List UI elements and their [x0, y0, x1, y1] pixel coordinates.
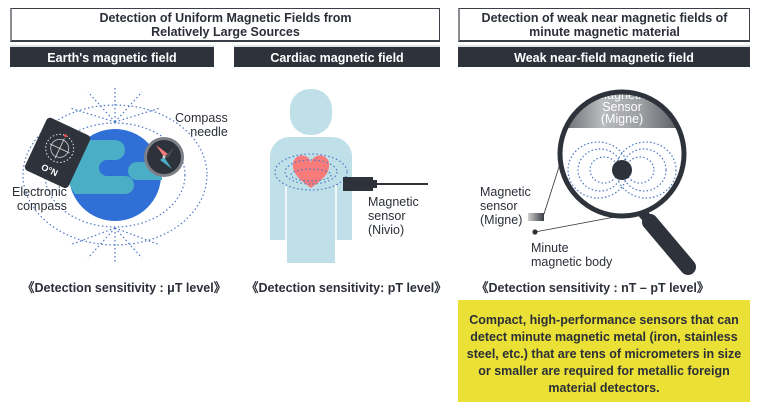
section-header-line1: Detection of weak near magnetic fields o…: [481, 10, 728, 25]
nivio-sensor-label: Magnetic sensor (Nivio): [368, 195, 419, 237]
human-body: [270, 89, 352, 263]
label-line: (Nivio): [368, 223, 405, 237]
compass-needle-label: Compass needle: [175, 111, 228, 139]
section-header-weak-fields: Detection of weak near magnetic fields o…: [458, 8, 750, 42]
panel-title-cardiac: Cardiac magnetic field: [234, 45, 440, 67]
minute-magnetic-body-label: Minute magnetic body: [531, 241, 612, 269]
compass-needle-icon: [144, 137, 184, 177]
magnifying-glass-icon: Magnetic Sensor (Migne): [557, 88, 696, 275]
sensitivity-near-field: 《Detection sensitivity : nT – pT level》: [476, 281, 710, 295]
label-line: sensor: [368, 209, 406, 223]
section-header-line1: Detection of Uniform Magnetic Fields fro…: [99, 10, 352, 25]
sensitivity-earth: 《Detection sensitivity : μT level》: [22, 281, 227, 295]
section-header-line2: minute magnetic material: [529, 24, 680, 39]
section-header-uniform-fields: Detection of Uniform Magnetic Fields fro…: [10, 8, 440, 42]
requirement-callout: Compact, high-performance sensors that c…: [458, 300, 750, 402]
minute-magnetic-body-dot: [532, 229, 538, 235]
minute-magnetic-body-closeup: [612, 160, 632, 180]
migne-sensor-small: [528, 213, 544, 221]
label-line: needle: [190, 125, 228, 139]
lens-sensor-label: Sensor: [602, 100, 642, 114]
panel-title-near-field: Weak near-field magnetic field: [458, 45, 750, 67]
panel-title-earth: Earth's magnetic field: [10, 45, 214, 67]
label-line: Compass: [175, 111, 228, 125]
electronic-compass-label: Electronic compass: [12, 185, 67, 213]
lens-pointer-line: [534, 215, 621, 233]
label-line: Magnetic: [480, 185, 531, 199]
label-line: compass: [16, 199, 67, 213]
lens-sensor-label: (Migne): [601, 112, 643, 126]
label-line: sensor: [480, 199, 518, 213]
label-line: Minute: [531, 241, 569, 255]
label-line: Magnetic: [368, 195, 419, 209]
section-header-line2: Relatively Large Sources: [151, 24, 300, 39]
nivio-sensor-icon: [343, 177, 428, 191]
electronic-compass-icon: O°N: [24, 117, 91, 189]
label-line: magnetic body: [531, 255, 613, 269]
sensitivity-cardiac: 《Detection sensitivity: pT level》: [246, 281, 447, 295]
migne-sensor-label: Magnetic sensor (Migne): [480, 185, 531, 227]
label-line: Electronic: [12, 185, 67, 199]
label-line: (Migne): [480, 213, 523, 227]
cardiac-field-lines: [274, 153, 348, 191]
